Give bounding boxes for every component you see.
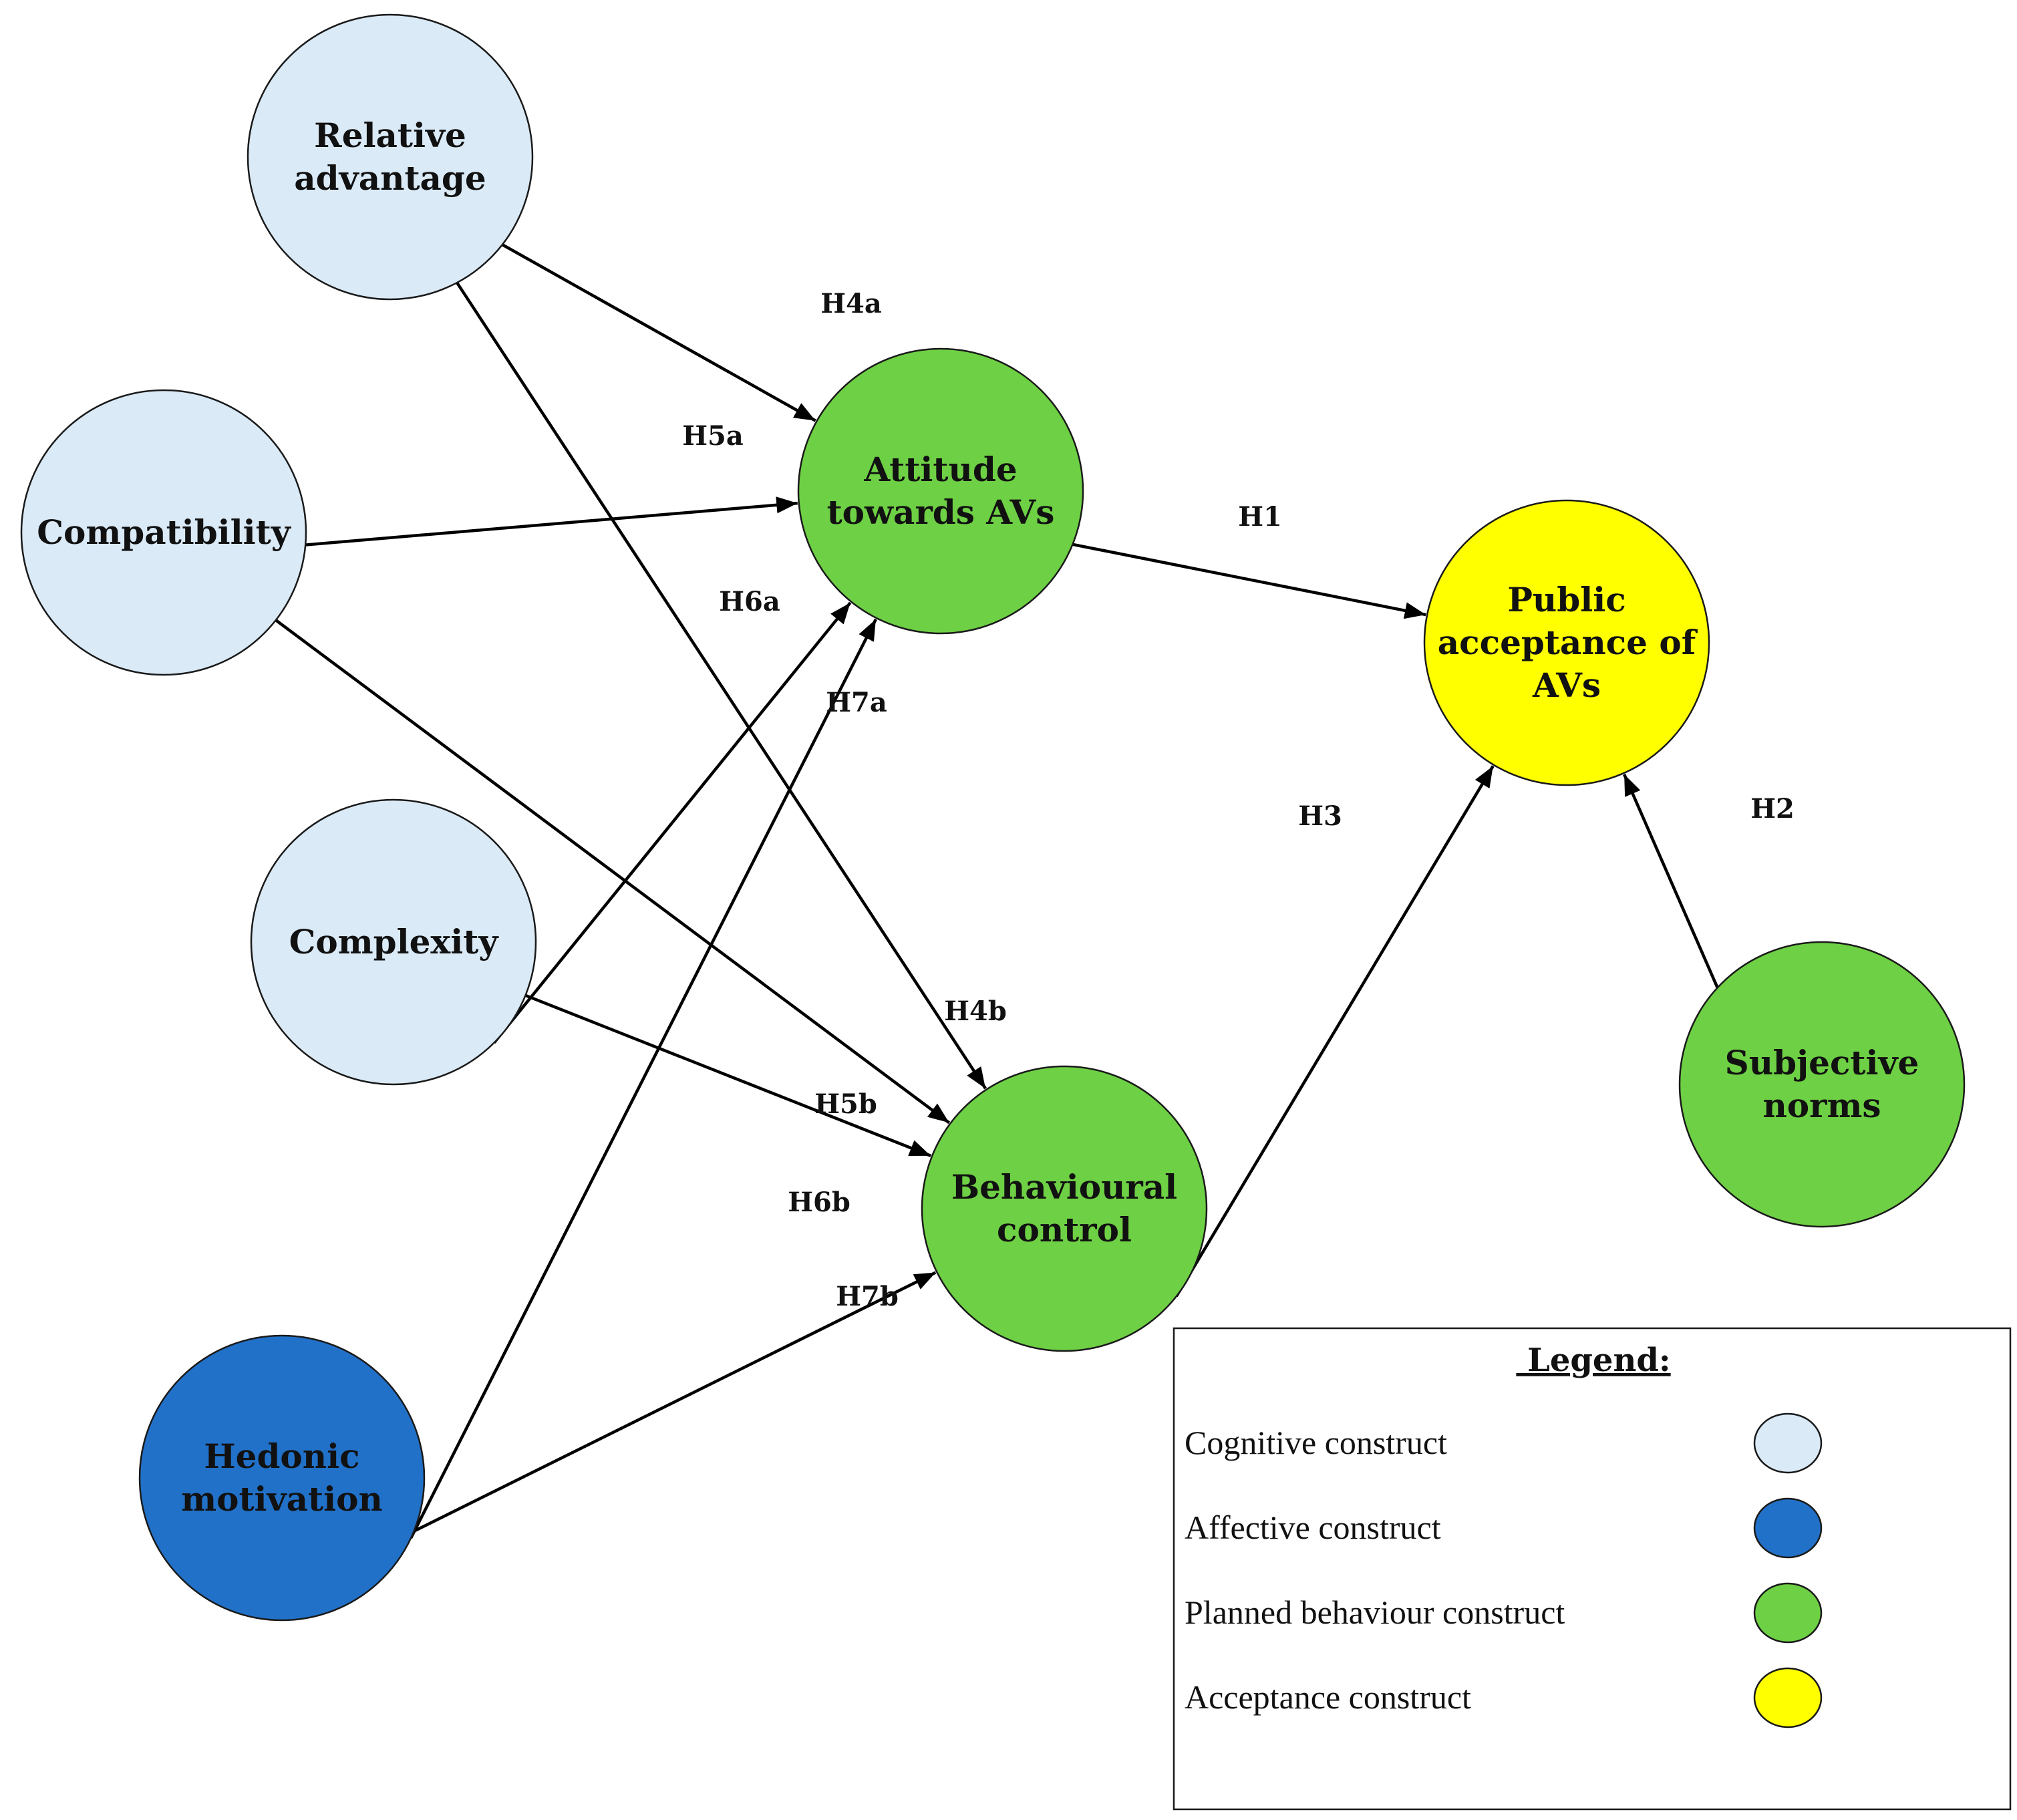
node-circle-compatibility	[20, 389, 307, 676]
node-label-relative-advantage: Relative	[314, 116, 466, 155]
hypothesis-label-h7a: H7a	[826, 687, 887, 718]
hypothesis-label-h7b: H7b	[836, 1281, 899, 1312]
node-circle-attitude	[797, 347, 1084, 635]
arrow-h4a	[501, 243, 816, 422]
legend-label-affective: Affective construct	[1185, 1509, 1441, 1546]
node-label-public-acceptance: acceptance of	[1438, 623, 1698, 662]
legend-box	[1173, 1327, 2012, 1811]
node-label-public-acceptance: Public	[1507, 580, 1625, 619]
legend-swatch-planned	[1753, 1582, 1823, 1644]
node-label-hedonic-motivation: motivation	[181, 1479, 383, 1519]
node-circle-public-acceptance	[1423, 499, 1710, 786]
node-label-subjective-norms: Subjective	[1725, 1043, 1919, 1082]
node-label-attitude: towards AVs	[827, 492, 1055, 532]
node-circle-subjective-norms	[1678, 941, 1966, 1228]
node-label-behavioural-control: Behavioural	[951, 1167, 1177, 1207]
hypothesis-label-h3: H3	[1298, 800, 1342, 832]
arrow-h7b	[413, 1271, 937, 1533]
node-label-attitude: Attitude	[863, 450, 1017, 489]
legend-label-planned: Planned behaviour construct	[1185, 1594, 1565, 1631]
arrow-h1	[1072, 543, 1426, 619]
arrow-h6a	[492, 601, 852, 1044]
legend-label-acceptance: Acceptance construct	[1185, 1678, 1471, 1716]
node-circle-complexity	[250, 798, 537, 1086]
node-circle-hedonic-motivation	[138, 1334, 426, 1622]
legend-label-cognitive: Cognitive construct	[1185, 1424, 1447, 1461]
node-label-behavioural-control: control	[997, 1210, 1132, 1249]
construct-nodes: RelativeadvantageCompatibilityComplexity…	[20, 13, 1966, 1622]
hypothesis-label-h1: H1	[1238, 501, 1282, 533]
hypothesis-arrows	[275, 243, 1824, 1539]
legend-title: Legend:	[1516, 1342, 1670, 1379]
hypothesis-label-h5a: H5a	[682, 420, 744, 452]
node-label-compatibility: Compatibility	[37, 512, 292, 552]
node-label-public-acceptance: AVs	[1532, 665, 1601, 705]
node-subjective-norms: Subjective norms	[1678, 941, 1966, 1228]
hypothesis-label-h6b: H6b	[788, 1187, 850, 1218]
hypothesis-label-h2: H2	[1750, 793, 1795, 824]
node-circle-relative-advantage	[247, 13, 534, 301]
node-circle-behavioural-control	[921, 1065, 1208, 1352]
node-complexity: Complexity	[250, 798, 537, 1086]
arrow-h4b	[456, 281, 987, 1090]
legend-swatch-affective	[1753, 1497, 1823, 1559]
hypothesis-label-h5b: H5b	[814, 1088, 877, 1120]
node-label-relative-advantage: advantage	[294, 158, 486, 198]
hypothesis-label-h6a: H6a	[719, 586, 780, 617]
legend-swatch-cognitive	[1753, 1412, 1823, 1474]
hypothesis-label-h4b: H4b	[944, 996, 1007, 1027]
node-compatibility: Compatibility	[20, 389, 307, 676]
arrow-h6b	[524, 994, 931, 1157]
node-label-subjective-norms: norms	[1762, 1086, 1881, 1125]
legend-swatch-acceptance	[1753, 1667, 1823, 1728]
arrow-h5b	[275, 619, 951, 1124]
arrow-h3	[1175, 765, 1495, 1298]
arrow-h5a	[305, 496, 798, 547]
arrow-h7a	[410, 618, 877, 1539]
hypothesis-label-h4a: H4a	[820, 288, 882, 319]
node-label-hedonic-motivation: Hedonic	[204, 1436, 359, 1476]
node-label-complexity: Complexity	[289, 922, 500, 961]
